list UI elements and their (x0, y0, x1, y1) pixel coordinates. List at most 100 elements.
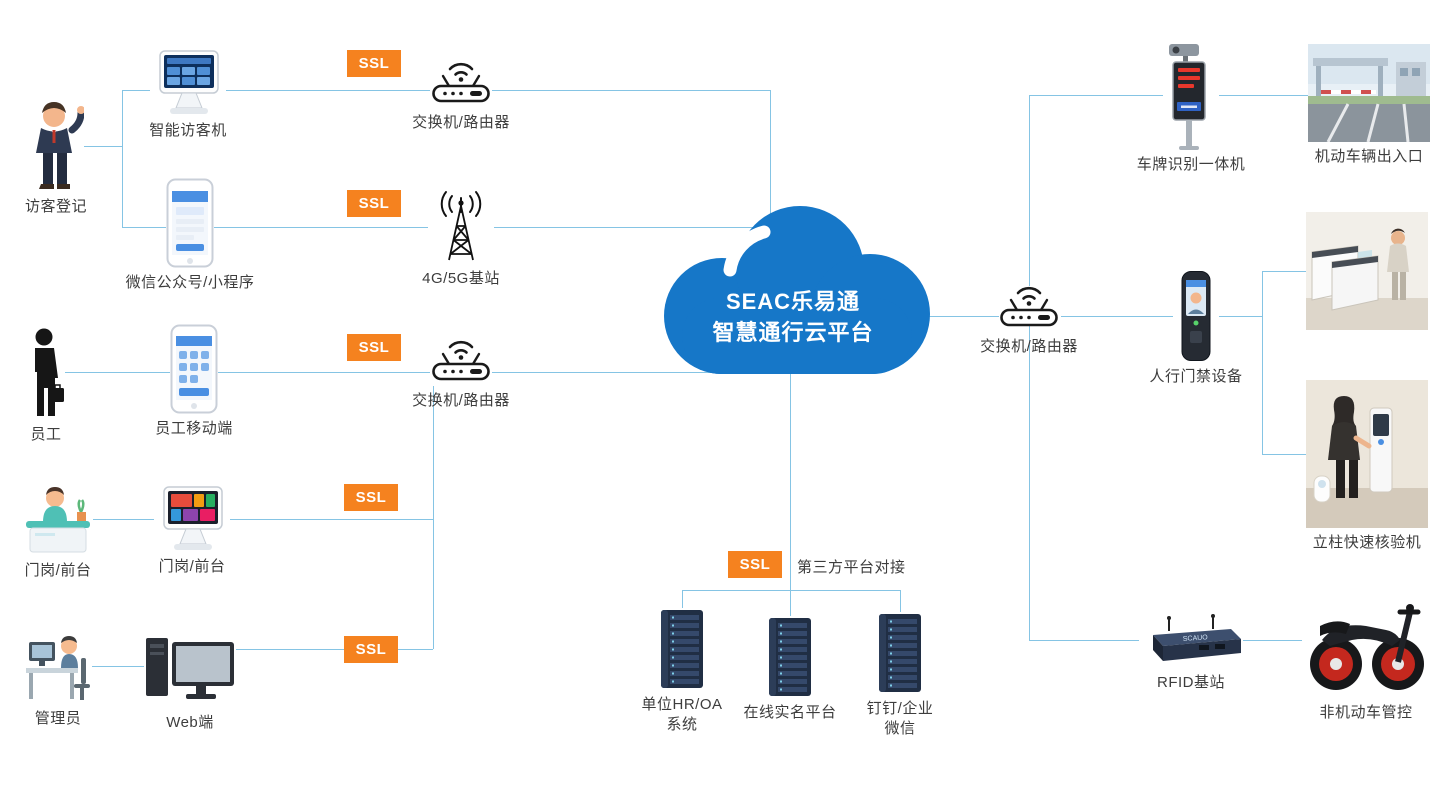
connector-line (84, 146, 122, 147)
visitor-node: 访客登记 (12, 100, 100, 217)
reception-desk-icon (26, 487, 90, 553)
vehicle-entrance-label: 机动车辆出入口 (1314, 148, 1424, 165)
connector-line (1029, 95, 1163, 96)
connector-line (214, 227, 428, 228)
connector-line (1262, 271, 1263, 454)
realname-platform-node: 在线实名平台 (738, 616, 842, 723)
connector-line (92, 666, 144, 667)
connector-line (433, 386, 434, 649)
pedestrian-access-node: 人行门禁设备 (1146, 270, 1246, 387)
base-station-label: 4G/5G基站 (422, 270, 500, 287)
guard-desk-label: 门岗/前台 (24, 562, 92, 579)
third-party-annotation: 第三方平台对接 (797, 559, 906, 576)
wechat-label: 微信公众号/小程序 (125, 274, 255, 291)
smartphone-icon (166, 178, 214, 268)
guard-terminal-label: 门岗/前台 (158, 558, 226, 575)
cloud-title-line1: SEAC乐易通 (725, 289, 861, 314)
employee-mobile-label: 员工移动端 (155, 420, 233, 437)
connector-line (1029, 325, 1030, 640)
connector-line (1061, 316, 1173, 317)
connector-line (925, 316, 999, 317)
connector-line (790, 590, 791, 616)
router-mid-label: 交换机/路由器 (412, 392, 510, 409)
connector-line (218, 372, 430, 373)
dingtalk-wecom-label: 钉钉/企业 微信 (866, 700, 934, 737)
desktop-computer-icon (146, 638, 234, 699)
hr-oa-node: 单位HR/OA 系统 (630, 608, 734, 735)
turnstile-photo (1306, 212, 1428, 330)
connector-line (122, 90, 150, 91)
ssl-badge: SSL (347, 190, 401, 217)
router-right-label: 交换机/路由器 (980, 338, 1078, 355)
non-motor-vehicle-label: 非机动车管控 (1319, 704, 1413, 721)
connector-line (1262, 271, 1308, 272)
rfid-brand-text: SCAUO (1183, 634, 1209, 643)
ssl-badge: SSL (344, 636, 398, 663)
visitor-label: 访客登记 (24, 198, 87, 215)
wechat-node: 微信公众号/小程序 (125, 178, 255, 293)
rfid-station-label: RFID基站 (1157, 674, 1225, 691)
non-motor-vehicle-node: 非机动车管控 (1296, 578, 1432, 723)
connector-line (1219, 95, 1308, 96)
rfid-station-icon: SCAUO (1153, 614, 1241, 661)
router-right-node: 交换机/路由器 (968, 276, 1090, 357)
pedestrian-access-label: 人行门禁设备 (1149, 368, 1243, 385)
rfid-station-node: SCAUO RFID基站 (1126, 612, 1256, 693)
connector-line (492, 90, 770, 91)
web-client-label: Web端 (166, 714, 214, 731)
connector-line (790, 370, 791, 590)
pillar-verifier-label: 立柱快速核验机 (1312, 534, 1422, 551)
employee-mobile-node: 员工移动端 (148, 324, 240, 439)
connector-line (494, 227, 770, 228)
ssl-badge: SSL (347, 50, 401, 77)
scooter-photo (1310, 604, 1424, 690)
plate-recognition-label: 车牌识别一体机 (1136, 156, 1246, 173)
web-client-node: Web端 (140, 636, 240, 733)
connector-line (1262, 454, 1306, 455)
visitor-kiosk-node: 智能访客机 (142, 50, 234, 141)
verification-kiosk-photo (1306, 380, 1428, 528)
vehicle-entrance-node: 机动车辆出入口 (1296, 44, 1432, 167)
base-station-node: 4G/5G基站 (405, 190, 517, 289)
connector-line (492, 372, 760, 373)
pos-terminal-icon (159, 50, 219, 114)
plate-recognition-node: 车牌识别一体机 (1136, 42, 1246, 175)
pillar-verifier-node: 立柱快速核验机 (1302, 380, 1432, 553)
vehicle-gate-photo (1308, 44, 1430, 142)
connector-line (682, 590, 683, 608)
connector-line (230, 519, 433, 520)
server-rack-icon (879, 614, 921, 692)
turnstile-node (1302, 212, 1432, 330)
connector-line (900, 590, 901, 612)
router-mid-node: 交换机/路由器 (405, 330, 517, 411)
connector-line (1029, 95, 1030, 286)
router-top-label: 交换机/路由器 (412, 114, 510, 131)
admin-workstation-icon (26, 636, 90, 700)
connector-line (682, 590, 900, 591)
connector-line (1243, 640, 1302, 641)
router-icon (1000, 286, 1058, 327)
visitor-kiosk-label: 智能访客机 (149, 122, 227, 139)
router-icon (432, 340, 490, 381)
employee-node: 员工 (14, 328, 78, 445)
dingtalk-wecom-node: 钉钉/企业 微信 (848, 612, 952, 739)
guard-terminal-node: 门岗/前台 (146, 486, 238, 577)
connector-line (122, 90, 123, 227)
plate-camera-icon (1169, 44, 1206, 150)
ssl-badge: SSL (347, 334, 401, 361)
cloud-icon (664, 206, 930, 374)
connector-line (226, 90, 430, 91)
ssl-badge: SSL (344, 484, 398, 511)
connector-line (65, 372, 170, 373)
connector-line (122, 227, 166, 228)
cell-tower-icon (440, 191, 482, 261)
connector-line (1219, 316, 1262, 317)
connector-line (1029, 640, 1139, 641)
server-rack-icon (661, 610, 703, 688)
smartphone-icon (170, 324, 218, 414)
router-icon (432, 62, 490, 103)
employee-label: 员工 (30, 426, 62, 443)
cloud-title-line2: 智慧通行云平台 (712, 320, 874, 345)
admin-label: 管理员 (34, 710, 82, 727)
